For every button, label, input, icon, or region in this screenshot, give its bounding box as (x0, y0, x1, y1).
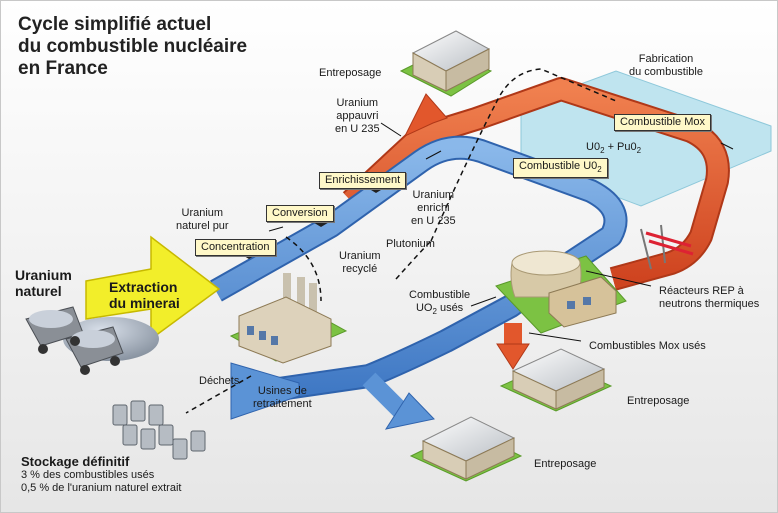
reprocessing-plant (229, 273, 348, 364)
warehouse-top (399, 30, 493, 97)
reactor-building (495, 250, 627, 334)
title-line-3: en France (18, 58, 108, 79)
title-line-2: du combustible nucléaire (18, 36, 248, 57)
yellow-extraction-arrow (85, 235, 221, 341)
label-leaders (268, 122, 734, 342)
red-flow (342, 77, 730, 370)
dechets-label: Déchets (199, 375, 240, 387)
enrichissement-tag: Enrichissement (319, 172, 407, 189)
uo2-puo2-label: U02 + Pu02 (586, 141, 642, 156)
diagram-title: Cycle simplifié actuel du combustible nu… (18, 14, 247, 80)
entreposage-right-label: Entreposage (627, 395, 690, 407)
blue-flow (210, 135, 628, 430)
dashed-flows (185, 68, 617, 414)
stockage-title: Stockage définitif (21, 454, 130, 469)
waste-drums (112, 400, 206, 460)
mox-uses-label: Combustibles Mox usés (589, 340, 706, 352)
plutonium-label: Plutonium (386, 238, 435, 250)
stockage-block: Stockage définitif 3 % des combustibles … (21, 454, 181, 495)
combustible-mox-tag: Combustible Mox (614, 114, 711, 131)
entreposage-bottom-label: Entreposage (534, 458, 597, 470)
concentration-tag: Concentration (195, 239, 276, 256)
warehouse-bottom (409, 416, 523, 482)
conversion-tag: Conversion (266, 205, 334, 222)
stockage-line-1: 3 % des combustibles usés (21, 469, 155, 481)
stockage-line-2: 0,5 % de l'uranium naturel extrait (21, 482, 182, 494)
power-lines (640, 224, 694, 270)
warehouse-right (499, 348, 613, 412)
ore-wagons (25, 306, 159, 375)
title-line-1: Cycle simplifié actuel (18, 14, 212, 35)
entreposage-top-label: Entreposage (319, 67, 382, 79)
combustible-uses-label: Combustible UO2 usés (409, 289, 471, 317)
combustible-uo2-tag: Combustible U02 (513, 158, 608, 179)
